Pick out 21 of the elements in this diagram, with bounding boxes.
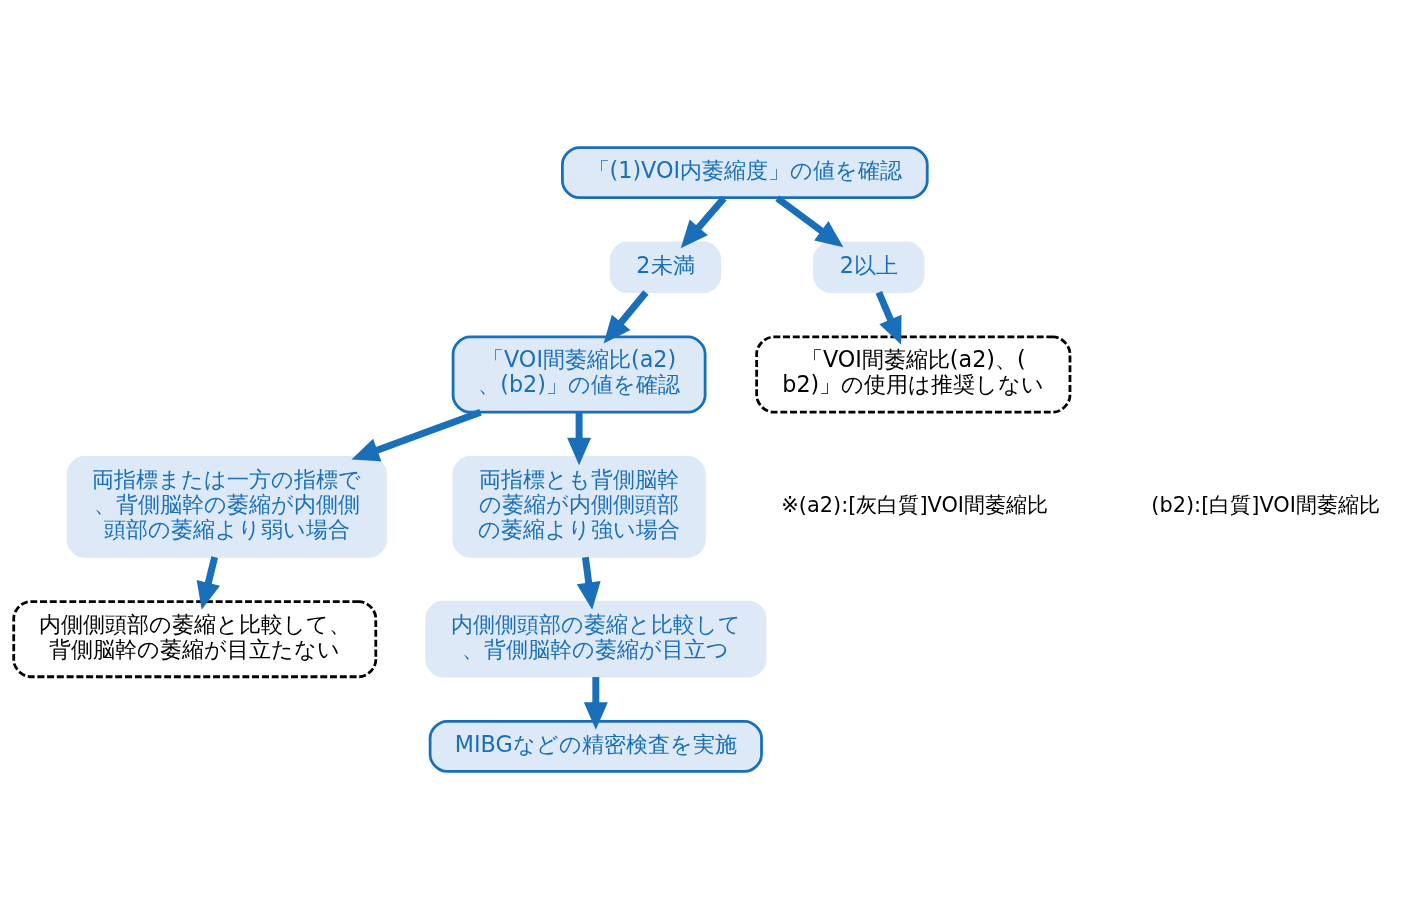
node-box: 両指標または一方の指標で、背側脳幹の萎縮が内側側頭部の萎縮より弱い場合 xyxy=(66,456,387,558)
node-box: 両指標とも背側脳幹の萎縮が内側側頭部の萎縮より強い場合 xyxy=(452,456,706,558)
arrow xyxy=(875,291,902,345)
arrow xyxy=(583,677,608,730)
node-box: 「VOI間萎縮比(a2)、(b2)」の値を確認 xyxy=(451,335,707,414)
arrow xyxy=(775,195,844,248)
arrow xyxy=(603,290,649,344)
node-box: 「VOI間萎縮比(a2)、(b2)」の使用は推奨しない xyxy=(755,335,1072,414)
arrow xyxy=(351,408,482,462)
arrow xyxy=(567,412,592,466)
label: (b2):[白質]VOI間萎縮比 xyxy=(1151,492,1380,517)
node-box: MIBGなどの精密検査を実施 xyxy=(428,719,763,773)
node-box: 2未満 xyxy=(609,241,722,294)
node-box: 「(1)VOI内萎縮度」の値を確認 xyxy=(561,146,929,200)
arrow xyxy=(680,195,727,249)
node-box: 内側側頭部の萎縮と比較して、背側脳幹の萎縮が目立つ xyxy=(425,600,767,678)
arrow xyxy=(196,556,220,610)
arrow xyxy=(576,556,601,610)
label: ※(a2):[灰白質]VOI間萎縮比 xyxy=(781,492,1049,517)
node-box: 内側側頭部の萎縮と比較して、背側脳幹の萎縮が目立たない xyxy=(12,600,378,679)
node-box: 2以上 xyxy=(813,241,925,294)
